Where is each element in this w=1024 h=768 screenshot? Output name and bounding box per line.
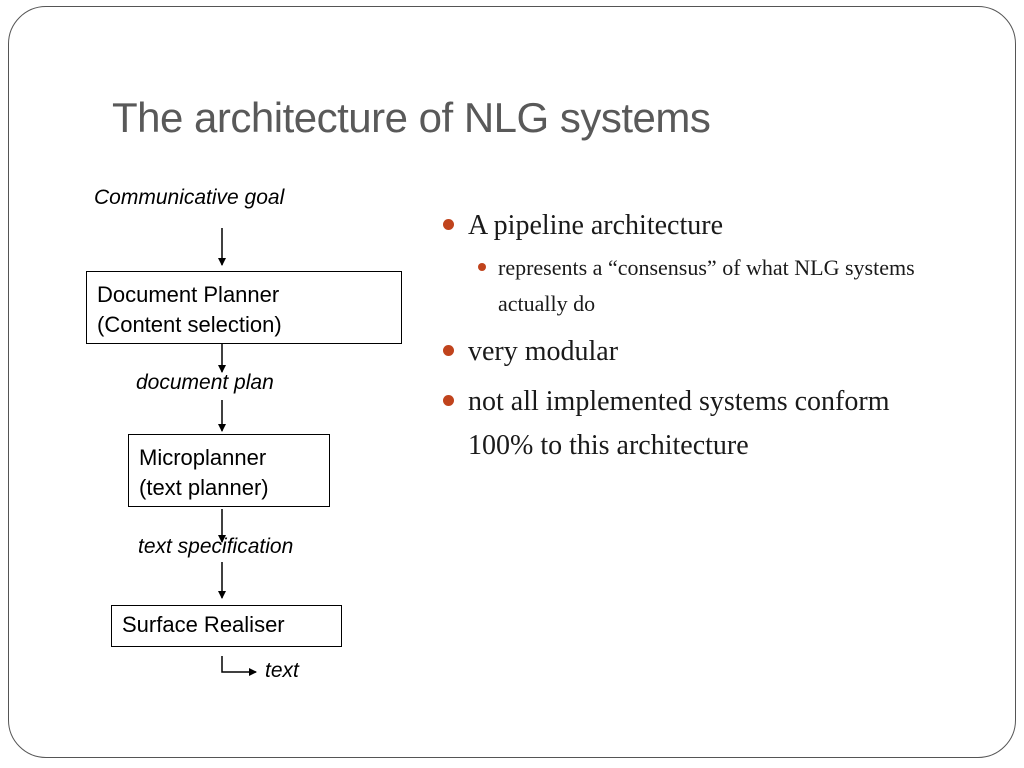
microplanner-box: Microplanner (text planner) (128, 434, 330, 507)
document-planner-box: Document Planner (Content selection) (86, 271, 402, 344)
slide-title: The architecture of NLG systems (112, 94, 711, 141)
surface-realiser-name: Surface Realiser (122, 612, 285, 637)
sub-bullet-item: represents a “consensus” of what NLG sys… (440, 250, 960, 322)
output-label: text (265, 659, 299, 682)
document-planner-name: Document Planner (97, 282, 280, 307)
bullet-item: very modular (440, 330, 960, 374)
bullet-dot (443, 345, 454, 356)
bullet-text: very modular (468, 336, 619, 367)
bullet-dot (443, 219, 454, 230)
bullet-item: A pipeline architecture (440, 204, 960, 248)
bullet-text: A pipeline architecture (468, 210, 723, 241)
document-planner-desc: (Content selection) (97, 312, 282, 337)
document-plan-label: document plan (136, 371, 274, 394)
microplanner-desc: (text planner) (139, 475, 269, 500)
bullet-list: A pipeline architecture represents a “co… (440, 204, 960, 474)
input-label: Communicative goal (94, 186, 285, 209)
surface-realiser-box: Surface Realiser (111, 605, 342, 647)
arrow-realiser-to-text (221, 656, 257, 676)
bullet-item: not all implemented systems conform 100%… (440, 380, 960, 468)
microplanner-name: Microplanner (139, 445, 267, 470)
bullet-text: not all implemented systems conform 100%… (468, 386, 890, 461)
bullet-dot (443, 395, 454, 406)
text-specification-label: text specification (138, 535, 294, 558)
bullet-text: represents a “consensus” of what NLG sys… (498, 255, 915, 316)
sub-bullet-dot (478, 263, 486, 271)
